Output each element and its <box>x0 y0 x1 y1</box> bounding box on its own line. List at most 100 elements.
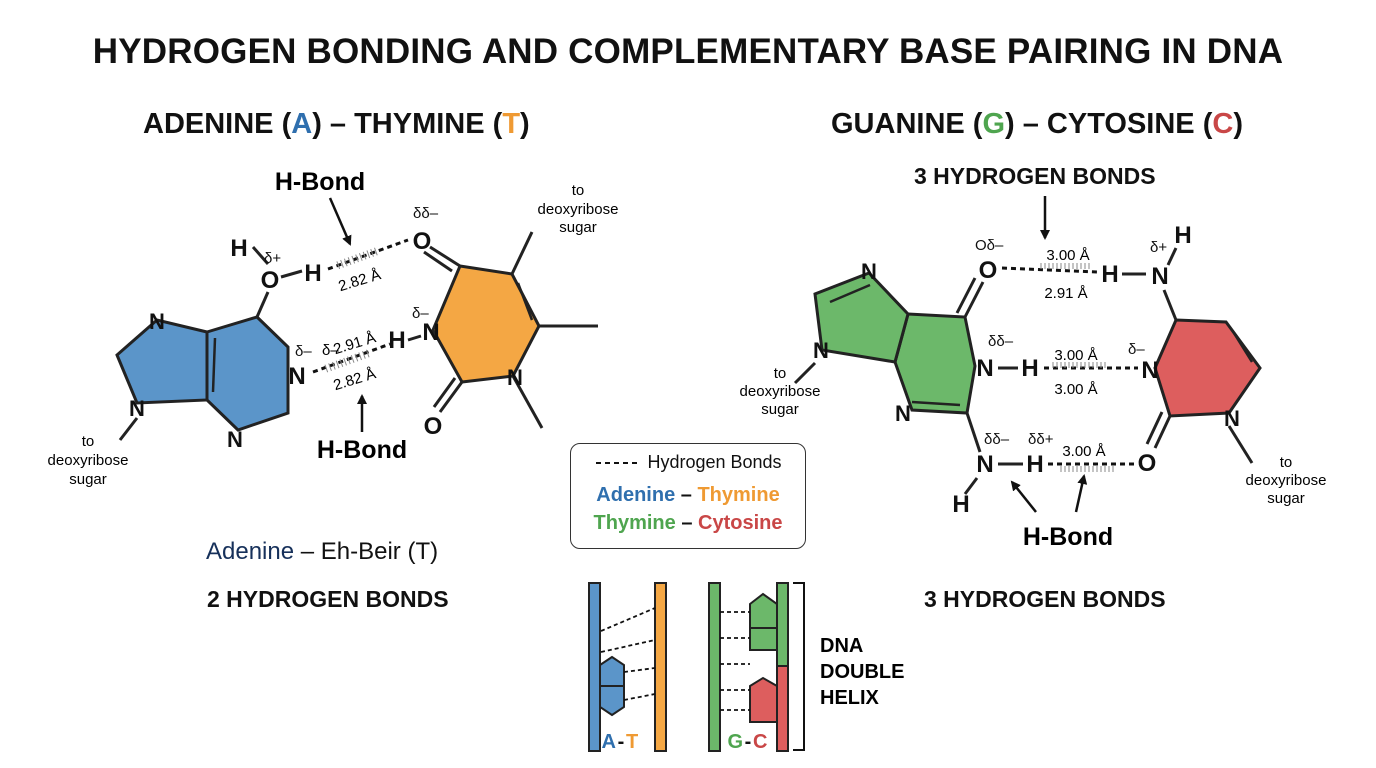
gc-hbond-label: H-Bond <box>1023 523 1113 551</box>
legend-sep-1: – <box>675 484 698 506</box>
helix-gc-right-backbone-bottom <box>776 665 789 752</box>
svg-text:sugar: sugar <box>1267 490 1305 507</box>
legend: Hydrogen Bonds Adenine – Thymine Thymine… <box>570 443 806 549</box>
helix-gc-right-backbone-top <box>776 582 789 667</box>
adenine-five-ring <box>115 318 209 405</box>
legend-adenine: Adenine <box>596 484 676 506</box>
at-caption-rest: – Eh-Beir (T) <box>294 538 439 565</box>
legend-dashed-label: Hydrogen Bonds <box>647 452 782 472</box>
cytosine-h4b: H <box>1101 261 1118 288</box>
gc-dist-top-lower: 2.91 Å <box>1044 285 1087 302</box>
helix-caption-line2: DOUBLE <box>820 661 904 683</box>
guanine-sugar-label: deoxyribose to sugar <box>740 365 821 418</box>
cytosine-ring <box>1153 318 1262 418</box>
cytosine-h4a: H <box>1174 222 1191 249</box>
gc-hbond-top <box>1001 266 1099 274</box>
adenine-molecule: N N N N O H H δ+ δ– <box>115 235 322 452</box>
thymine-oxygen-top: O <box>413 228 432 255</box>
helix-at-label-a: A <box>602 731 616 753</box>
guanine-n2: N <box>976 451 993 478</box>
guanine-h2b: H <box>952 491 969 518</box>
thymine-oxygen-bottom: O <box>424 413 443 440</box>
legend-thymine: Thymine <box>697 484 780 506</box>
at-bond-count: 2 HYDROGEN BONDS <box>207 586 449 612</box>
at-caption: Adenine – Eh-Beir (T) <box>206 538 438 566</box>
helix-at-label-sep: - <box>618 731 625 753</box>
guanine-n2-delta: δδ– <box>984 431 1010 448</box>
at-caption-adenine: Adenine <box>206 538 295 565</box>
at-dist-bottom: 2.82 Å <box>331 365 377 394</box>
svg-text:deoxyribose: deoxyribose <box>538 201 619 218</box>
guanine-oxygen: O <box>979 257 998 284</box>
at-pair-title: ADENINE (A) – THYMINE (T) <box>143 108 530 141</box>
legend-cytosine: Cytosine <box>698 512 783 534</box>
adenine-n-delta-minus: δ– <box>295 343 312 360</box>
guanine-n9: N <box>813 338 829 363</box>
adenine-sugar-label: to deoxyribose sugar <box>48 433 129 488</box>
gc-header-bonds: 3 HYDROGEN BONDS <box>914 163 1156 189</box>
helix-bracket <box>793 582 805 751</box>
helix-at-left-backbone <box>588 582 601 752</box>
helix-at-label-t: T <box>626 731 638 753</box>
thymine-h-donor: H <box>388 327 405 354</box>
gc-dist-top-upper: 3.00 Å <box>1046 247 1089 264</box>
guanine-n1: N <box>976 355 993 382</box>
cytosine-molecule: N H H N N O δ+ δ– <box>1101 222 1262 477</box>
svg-text:sugar: sugar <box>69 471 107 488</box>
at-title-part2: ) – THYMINE ( <box>312 108 503 140</box>
legend-sep-2: – <box>675 512 699 534</box>
double-helix-schematic: A - T G - C DNA DOUBLE HELIX <box>588 582 904 753</box>
legend-at-row: Adenine – Thymine <box>571 484 805 507</box>
helix-gc-label-c: C <box>753 731 767 753</box>
at-hydrogen-bonds: 2.82 Å 2.91 Å 2.82 Å δ– <box>312 238 409 394</box>
helix-caption-line1: DNA <box>820 635 863 657</box>
adenine-n1: N <box>288 363 305 390</box>
svg-text:sugar: sugar <box>761 401 799 418</box>
legend-dash-sample <box>596 462 641 465</box>
guanine-five-ring <box>813 271 910 364</box>
cytosine-n1: N <box>1224 406 1240 431</box>
gc-title-c: C <box>1212 108 1234 140</box>
helix-cytosine-block <box>749 676 778 723</box>
adenine-n7: N <box>149 309 165 334</box>
cytosine-n4: N <box>1151 263 1168 290</box>
helix-caption-line3: HELIX <box>820 687 880 709</box>
svg-text:to: to <box>82 433 95 450</box>
at-hbond-arrow-top <box>328 197 352 246</box>
guanine-n7: N <box>861 259 877 284</box>
adenine-n3: N <box>227 427 243 452</box>
guanine-molecule: N N N N O H N H H Oδ– δδ– δδ– δδ+ <box>793 237 1054 518</box>
guanine-o-delta: Oδ– <box>975 237 1004 254</box>
adenine-h-bond-donor: H <box>304 260 321 287</box>
gc-dist-bottom: 3.00 Å <box>1062 443 1105 460</box>
legend-tc-row: Thymine – Cytosine <box>571 512 805 535</box>
gc-title-part1: GUANINE ( <box>831 108 983 140</box>
guanine-h1: H <box>1021 355 1038 382</box>
cytosine-delta-plus: δ+ <box>1150 239 1167 256</box>
gc-title-g: G <box>982 108 1006 140</box>
adenine-oxygen: O <box>261 267 280 294</box>
page-title: HYDROGEN BONDING AND COMPLEMENTARY BASE … <box>92 32 1284 71</box>
svg-text:to: to <box>572 182 585 199</box>
cytosine-sugar-label: to deoxyribose sugar <box>1246 454 1327 507</box>
gc-hydrogen-bonds: 3.00 Å 2.91 Å 3.00 Å 3.00 Å 3.00 Å <box>1001 247 1138 472</box>
helix-guanine-block <box>749 592 778 651</box>
gc-bond-count: 3 HYDROGEN BONDS <box>924 586 1166 612</box>
at-title-a: A <box>291 108 313 140</box>
guanine-h2a: H <box>1026 451 1043 478</box>
at-title-t: T <box>502 108 521 140</box>
cytosine-oxygen: O <box>1138 450 1157 477</box>
thymine-n3: N <box>422 319 439 346</box>
thymine-n-delta: δ– <box>412 305 429 322</box>
gc-hbond-arrow-left <box>1010 480 1037 513</box>
svg-text:deoxyribose: deoxyribose <box>48 452 129 469</box>
helix-at-right-backbone <box>654 582 667 752</box>
legend-thymine-green: Thymine <box>593 512 676 534</box>
helix-gc-label-sep: - <box>745 731 752 753</box>
adenine-delta-plus: δ+ <box>264 250 281 267</box>
helix-gc-left-backbone <box>708 582 721 752</box>
at-hbond-label-top: H-Bond <box>275 168 365 196</box>
svg-text:deoxyribose: deoxyribose <box>1246 472 1327 489</box>
at-dist-top: 2.82 Å <box>336 266 382 295</box>
cytosine-n3-delta: δ– <box>1128 341 1145 358</box>
